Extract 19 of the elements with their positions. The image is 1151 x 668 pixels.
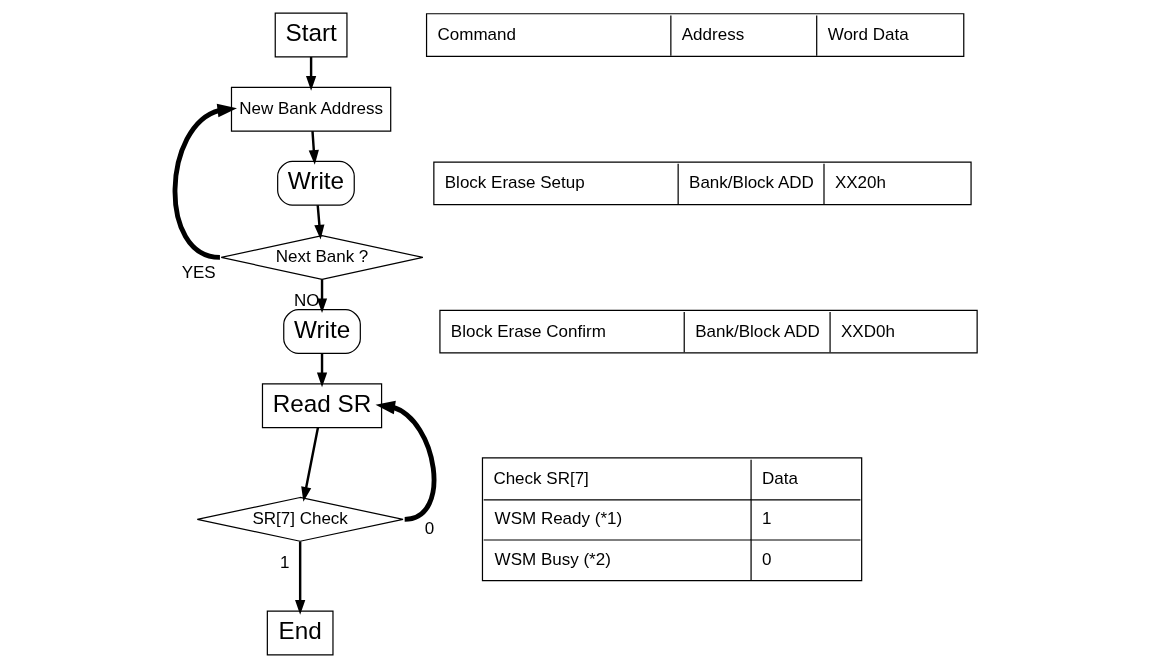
edge-label: 0 (424, 519, 434, 539)
edge-label: 1 (279, 552, 290, 572)
label: XXD0h (840, 321, 895, 341)
edge-label: YES (181, 263, 216, 283)
edge-label: NO (293, 290, 319, 310)
label: Block Erase Setup (444, 173, 585, 193)
label: Address (681, 25, 744, 45)
label: XX20h (834, 173, 886, 193)
label: Bank/Block ADD (694, 321, 820, 341)
label: Bank/Block ADD (688, 173, 814, 193)
label: Command (437, 25, 516, 45)
label: Block Erase Confirm (450, 321, 606, 341)
label: Data (761, 469, 798, 489)
label: Word Data (827, 25, 909, 45)
label: 0 (761, 549, 771, 569)
label: 1 (761, 509, 771, 529)
label: Check SR[7] (492, 469, 589, 489)
label: WSM Ready (*1) (494, 509, 622, 529)
label: WSM Busy (*2) (494, 549, 611, 569)
